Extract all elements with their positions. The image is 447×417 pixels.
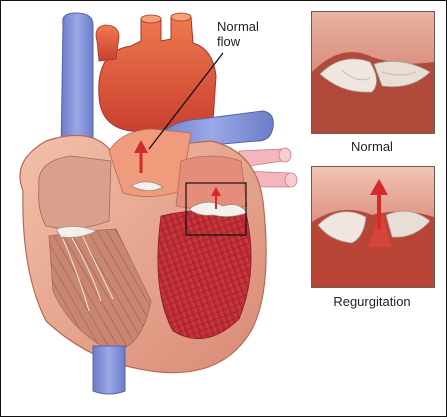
inferior-vena-cava	[93, 346, 125, 394]
normal-flow-label: Normal flow	[217, 19, 287, 49]
normal-valve-closeup	[312, 12, 434, 133]
brachiocephalic-artery-opening	[141, 15, 161, 23]
inset-caption-normal: Normal	[311, 139, 433, 154]
regurgitation-valve-closeup	[312, 167, 434, 287]
superior-vena-cava	[61, 13, 93, 153]
inset-regurgitation-valve	[311, 166, 435, 288]
left-ventricle	[158, 210, 251, 339]
carotid-artery-opening	[171, 13, 191, 21]
normal-flow-label-line2: flow	[217, 34, 287, 49]
aortic-branch-left	[96, 25, 119, 61]
right-atrium	[39, 156, 111, 229]
normal-flow-label-line1: Normal	[217, 19, 287, 34]
inset-caption-regurgitation: Regurgitation	[311, 294, 433, 309]
inset-normal-valve	[311, 11, 435, 134]
